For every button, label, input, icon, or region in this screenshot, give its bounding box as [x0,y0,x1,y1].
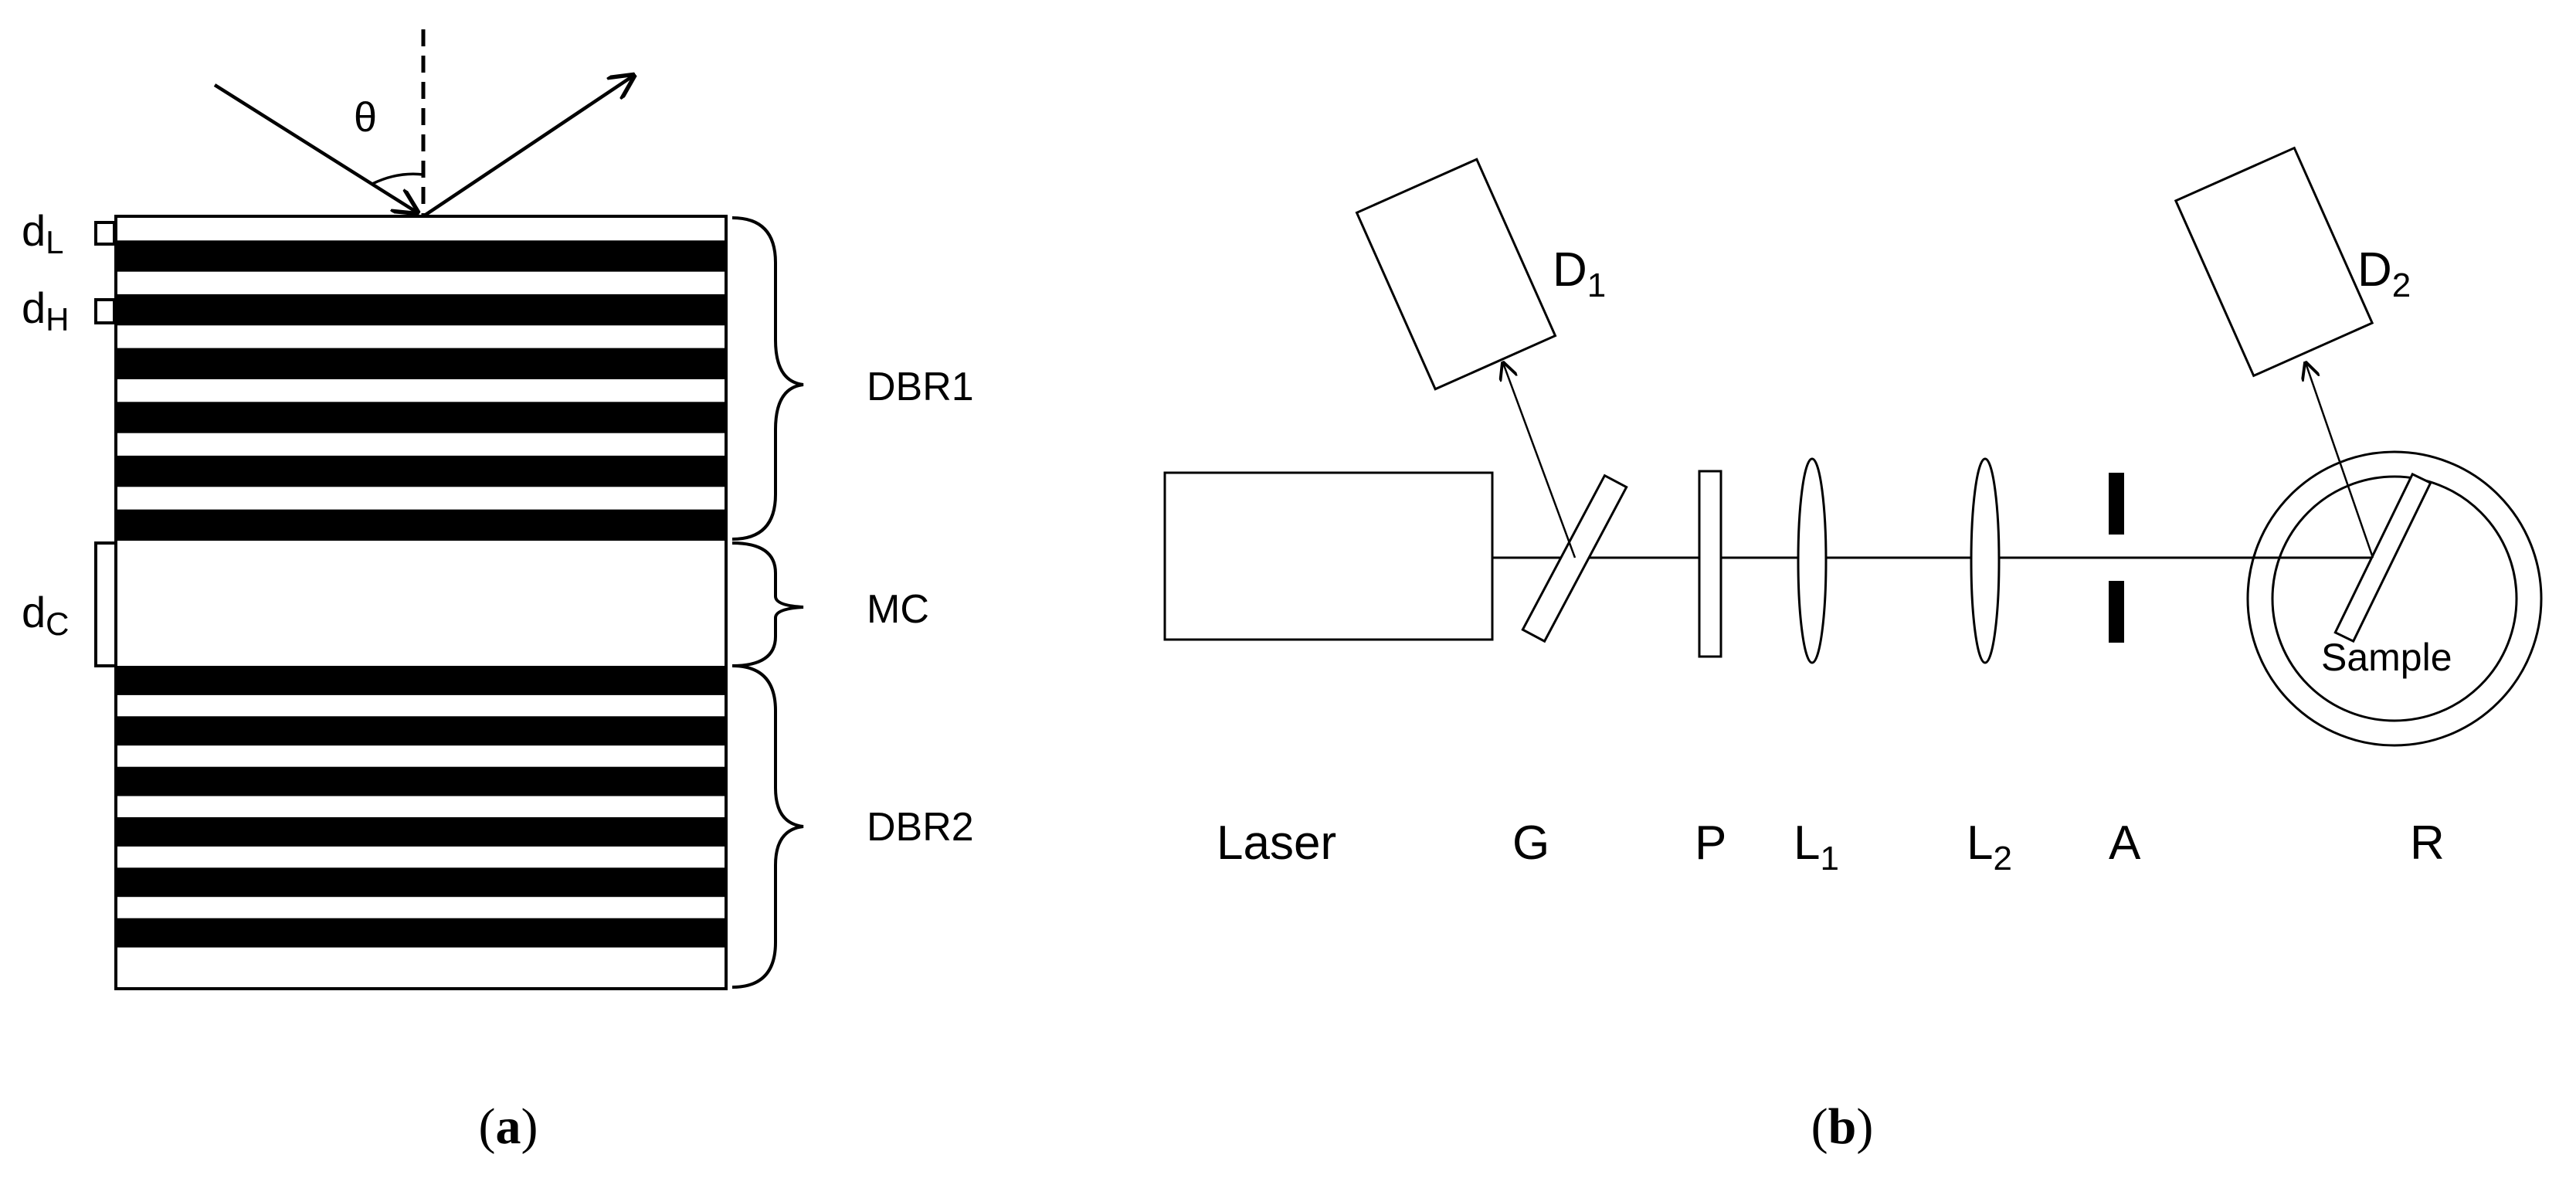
high-index-layer [116,918,726,948]
dl-label: dL [22,206,64,260]
polarizer-p [1698,470,1722,658]
d2-label: D2 [2357,243,2411,304]
dc-label: dC [22,588,70,642]
high-index-layer [116,817,726,847]
beam-to-d2 [2306,363,2374,558]
panel-b: D1 Sample D2 Laser G P L1 L2 A R (b) [1163,146,2543,1155]
caption-b: (b) [1811,1098,1874,1155]
rotation-stage-outer [2246,450,2543,747]
dbr1-label: DBR1 [867,365,974,409]
aperture-a-bottom [2109,581,2124,643]
high-index-layer [116,294,726,326]
dc-marker [94,541,116,667]
dl-marker [94,221,116,246]
multilayer-outline [114,215,728,990]
sample-label: Sample [2321,636,2452,679]
beam-splitter-g [1521,474,1628,643]
caption-a: (a) [479,1098,538,1155]
mc-label: MC [867,587,929,632]
dbr1-brace [731,216,804,541]
high-index-layer [116,348,726,379]
mc-brace [731,541,804,667]
l2-label: L2 [1967,816,2012,877]
incident-beam [213,83,417,212]
high-index-layer [116,240,726,272]
beam-to-d1 [1503,363,1576,558]
lens-l1 [1797,457,1828,664]
d1-label: D1 [1553,243,1606,304]
high-index-layer [116,766,726,796]
dbr1-layers [116,240,726,541]
high-index-layer [116,716,726,746]
sample-plate [2333,472,2432,643]
theta-arc [372,172,424,185]
high-index-layer [116,666,726,695]
dh-label: dH [22,283,70,338]
high-index-layer [116,455,726,487]
aperture-a-top [2109,473,2124,535]
high-index-layer [116,867,726,898]
dbr2-layers [116,666,726,948]
p-label: P [1695,816,1726,870]
theta-label: θ [354,94,377,141]
dh-marker [94,298,116,324]
dbr2-brace [731,664,804,989]
rotation-stage-inner [2271,475,2518,722]
a-label: A [2109,816,2141,870]
dbr2-label: DBR2 [867,805,974,850]
g-label: G [1512,816,1549,870]
r-label: R [2410,816,2445,870]
panel-a: θ dL dH dC DBR1 MC DBR2 (a) [22,29,974,1155]
laser-label: Laser [1217,816,1336,870]
high-index-layer [116,509,726,541]
laser-box [1163,471,1494,641]
reflected-beam [422,76,633,218]
detector-d2 [2174,146,2374,378]
detector-d1 [1355,158,1557,391]
l1-label: L1 [1794,816,1839,877]
lens-l2 [1970,457,2001,664]
high-index-layer [116,402,726,433]
